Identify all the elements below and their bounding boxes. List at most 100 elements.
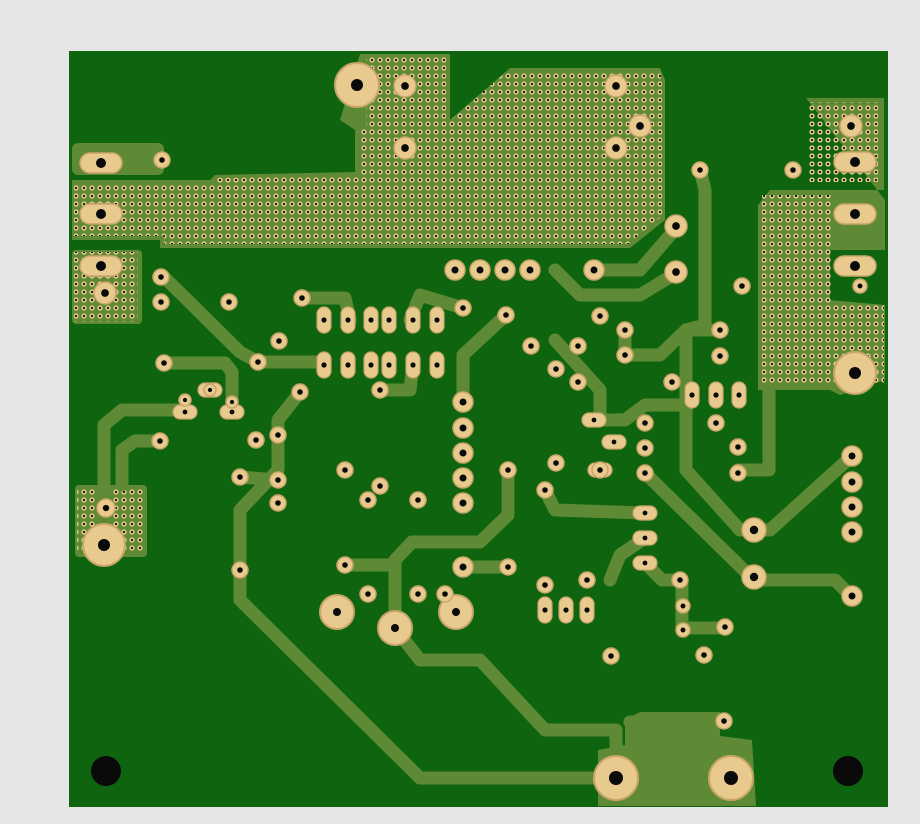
- through-hole-pad[interactable]: [249, 353, 267, 371]
- ic-pin-pad[interactable]: [363, 306, 379, 334]
- ic-pin-pad[interactable]: [708, 381, 724, 409]
- through-hole-pad[interactable]: [604, 136, 628, 160]
- through-hole-pad[interactable]: [715, 712, 733, 730]
- through-hole-pad[interactable]: [452, 442, 474, 464]
- through-hole-pad[interactable]: [602, 647, 620, 665]
- smd-pad[interactable]: [632, 555, 658, 571]
- through-hole-pad[interactable]: [733, 277, 751, 295]
- through-hole-pad[interactable]: [359, 491, 377, 509]
- through-hole-pad[interactable]: [691, 161, 709, 179]
- through-hole-pad[interactable]: [497, 306, 515, 324]
- ic-pin-pad[interactable]: [381, 351, 397, 379]
- smd-pad[interactable]: [632, 530, 658, 546]
- through-hole-pad[interactable]: [153, 151, 171, 169]
- through-hole-pad[interactable]: [547, 360, 565, 378]
- large-pads[interactable]: [82, 62, 877, 801]
- through-hole-pad[interactable]: [454, 299, 472, 317]
- through-hole-pad[interactable]: [203, 383, 217, 397]
- through-hole-pad[interactable]: [616, 346, 634, 364]
- through-hole-pad[interactable]: [499, 558, 517, 576]
- through-hole-pad[interactable]: [336, 556, 354, 574]
- through-hole-pad[interactable]: [784, 161, 802, 179]
- through-hole-pad[interactable]: [269, 426, 287, 444]
- through-hole-pad[interactable]: [93, 281, 117, 305]
- smd-pad[interactable]: [172, 404, 198, 420]
- ic-pin-pad[interactable]: [340, 351, 356, 379]
- through-hole-pad[interactable]: [841, 471, 863, 493]
- through-hole-pad[interactable]: [841, 496, 863, 518]
- ic-pin-pad[interactable]: [340, 306, 356, 334]
- through-hole-pad[interactable]: [155, 354, 173, 372]
- through-hole-pad[interactable]: [711, 347, 729, 365]
- through-hole-pad[interactable]: [707, 414, 725, 432]
- through-hole-pad[interactable]: [452, 556, 474, 578]
- component-pads-vertical[interactable]: [172, 306, 747, 624]
- transistor-pad-1[interactable]: [319, 594, 355, 630]
- through-hole-pad[interactable]: [452, 391, 474, 413]
- through-hole-pad[interactable]: [152, 268, 170, 286]
- through-hole-pad[interactable]: [269, 471, 287, 489]
- through-hole-pad[interactable]: [519, 259, 541, 281]
- through-hole-pad[interactable]: [444, 259, 466, 281]
- transistor-pad-3[interactable]: [438, 594, 474, 630]
- through-hole-pad[interactable]: [695, 646, 713, 664]
- through-hole-pad[interactable]: [569, 373, 587, 391]
- through-hole-pad[interactable]: [841, 521, 863, 543]
- ic-pin-pad[interactable]: [316, 351, 332, 379]
- through-hole-pad[interactable]: [591, 307, 609, 325]
- ic-pin-pad[interactable]: [684, 381, 700, 409]
- mounting-pad-left[interactable]: [82, 523, 126, 567]
- through-hole-pad[interactable]: [839, 114, 863, 138]
- ic-pin-pad[interactable]: [316, 306, 332, 334]
- through-hole-pad[interactable]: [675, 598, 691, 614]
- ic-pin-pad[interactable]: [381, 306, 397, 334]
- through-hole-pad[interactable]: [359, 585, 377, 603]
- through-hole-pad[interactable]: [469, 259, 491, 281]
- ic-pin-pad[interactable]: [405, 306, 421, 334]
- through-hole-pad[interactable]: [841, 445, 863, 467]
- through-hole-pad[interactable]: [293, 289, 311, 307]
- through-hole-pad[interactable]: [852, 278, 868, 294]
- through-hole-pad[interactable]: [499, 461, 517, 479]
- through-hole-pad[interactable]: [741, 564, 767, 590]
- through-hole-pad[interactable]: [409, 585, 427, 603]
- through-hole-pads[interactable]: [93, 74, 868, 730]
- through-hole-pad[interactable]: [636, 439, 654, 457]
- smd-pad[interactable]: [601, 434, 627, 450]
- ic-pin-pad[interactable]: [429, 306, 445, 334]
- through-hole-pad[interactable]: [436, 585, 454, 603]
- through-hole-pad[interactable]: [591, 461, 609, 479]
- through-hole-pad[interactable]: [616, 321, 634, 339]
- through-hole-pad[interactable]: [409, 491, 427, 509]
- through-hole-pad[interactable]: [711, 321, 729, 339]
- through-hole-pad[interactable]: [583, 259, 605, 281]
- through-hole-pad[interactable]: [841, 585, 863, 607]
- through-hole-pad[interactable]: [152, 293, 170, 311]
- through-hole-pad[interactable]: [178, 393, 192, 407]
- through-hole-pad[interactable]: [536, 481, 554, 499]
- through-hole-pad[interactable]: [452, 417, 474, 439]
- terminal-pad-2[interactable]: [708, 755, 754, 801]
- through-hole-pad[interactable]: [96, 498, 116, 518]
- terminal-pad-1[interactable]: [593, 755, 639, 801]
- through-hole-pad[interactable]: [578, 571, 596, 589]
- through-hole-pad[interactable]: [636, 414, 654, 432]
- through-hole-pad[interactable]: [741, 517, 767, 543]
- through-hole-pad[interactable]: [664, 214, 688, 238]
- through-hole-pad[interactable]: [522, 337, 540, 355]
- through-hole-pad[interactable]: [247, 431, 265, 449]
- through-hole-pad[interactable]: [494, 259, 516, 281]
- through-hole-pad[interactable]: [220, 293, 238, 311]
- through-hole-pad[interactable]: [536, 576, 554, 594]
- through-hole-pad[interactable]: [671, 571, 689, 589]
- through-hole-pad[interactable]: [270, 332, 288, 350]
- ic-pin-pad[interactable]: [731, 381, 747, 409]
- ic-pin-pad[interactable]: [558, 596, 574, 624]
- through-hole-pad[interactable]: [452, 492, 474, 514]
- through-hole-pad[interactable]: [729, 464, 747, 482]
- smd-pad[interactable]: [581, 412, 607, 428]
- through-hole-pad[interactable]: [291, 383, 309, 401]
- through-hole-pad[interactable]: [729, 438, 747, 456]
- mounting-pad-right[interactable]: [833, 351, 877, 395]
- through-hole-pad[interactable]: [663, 373, 681, 391]
